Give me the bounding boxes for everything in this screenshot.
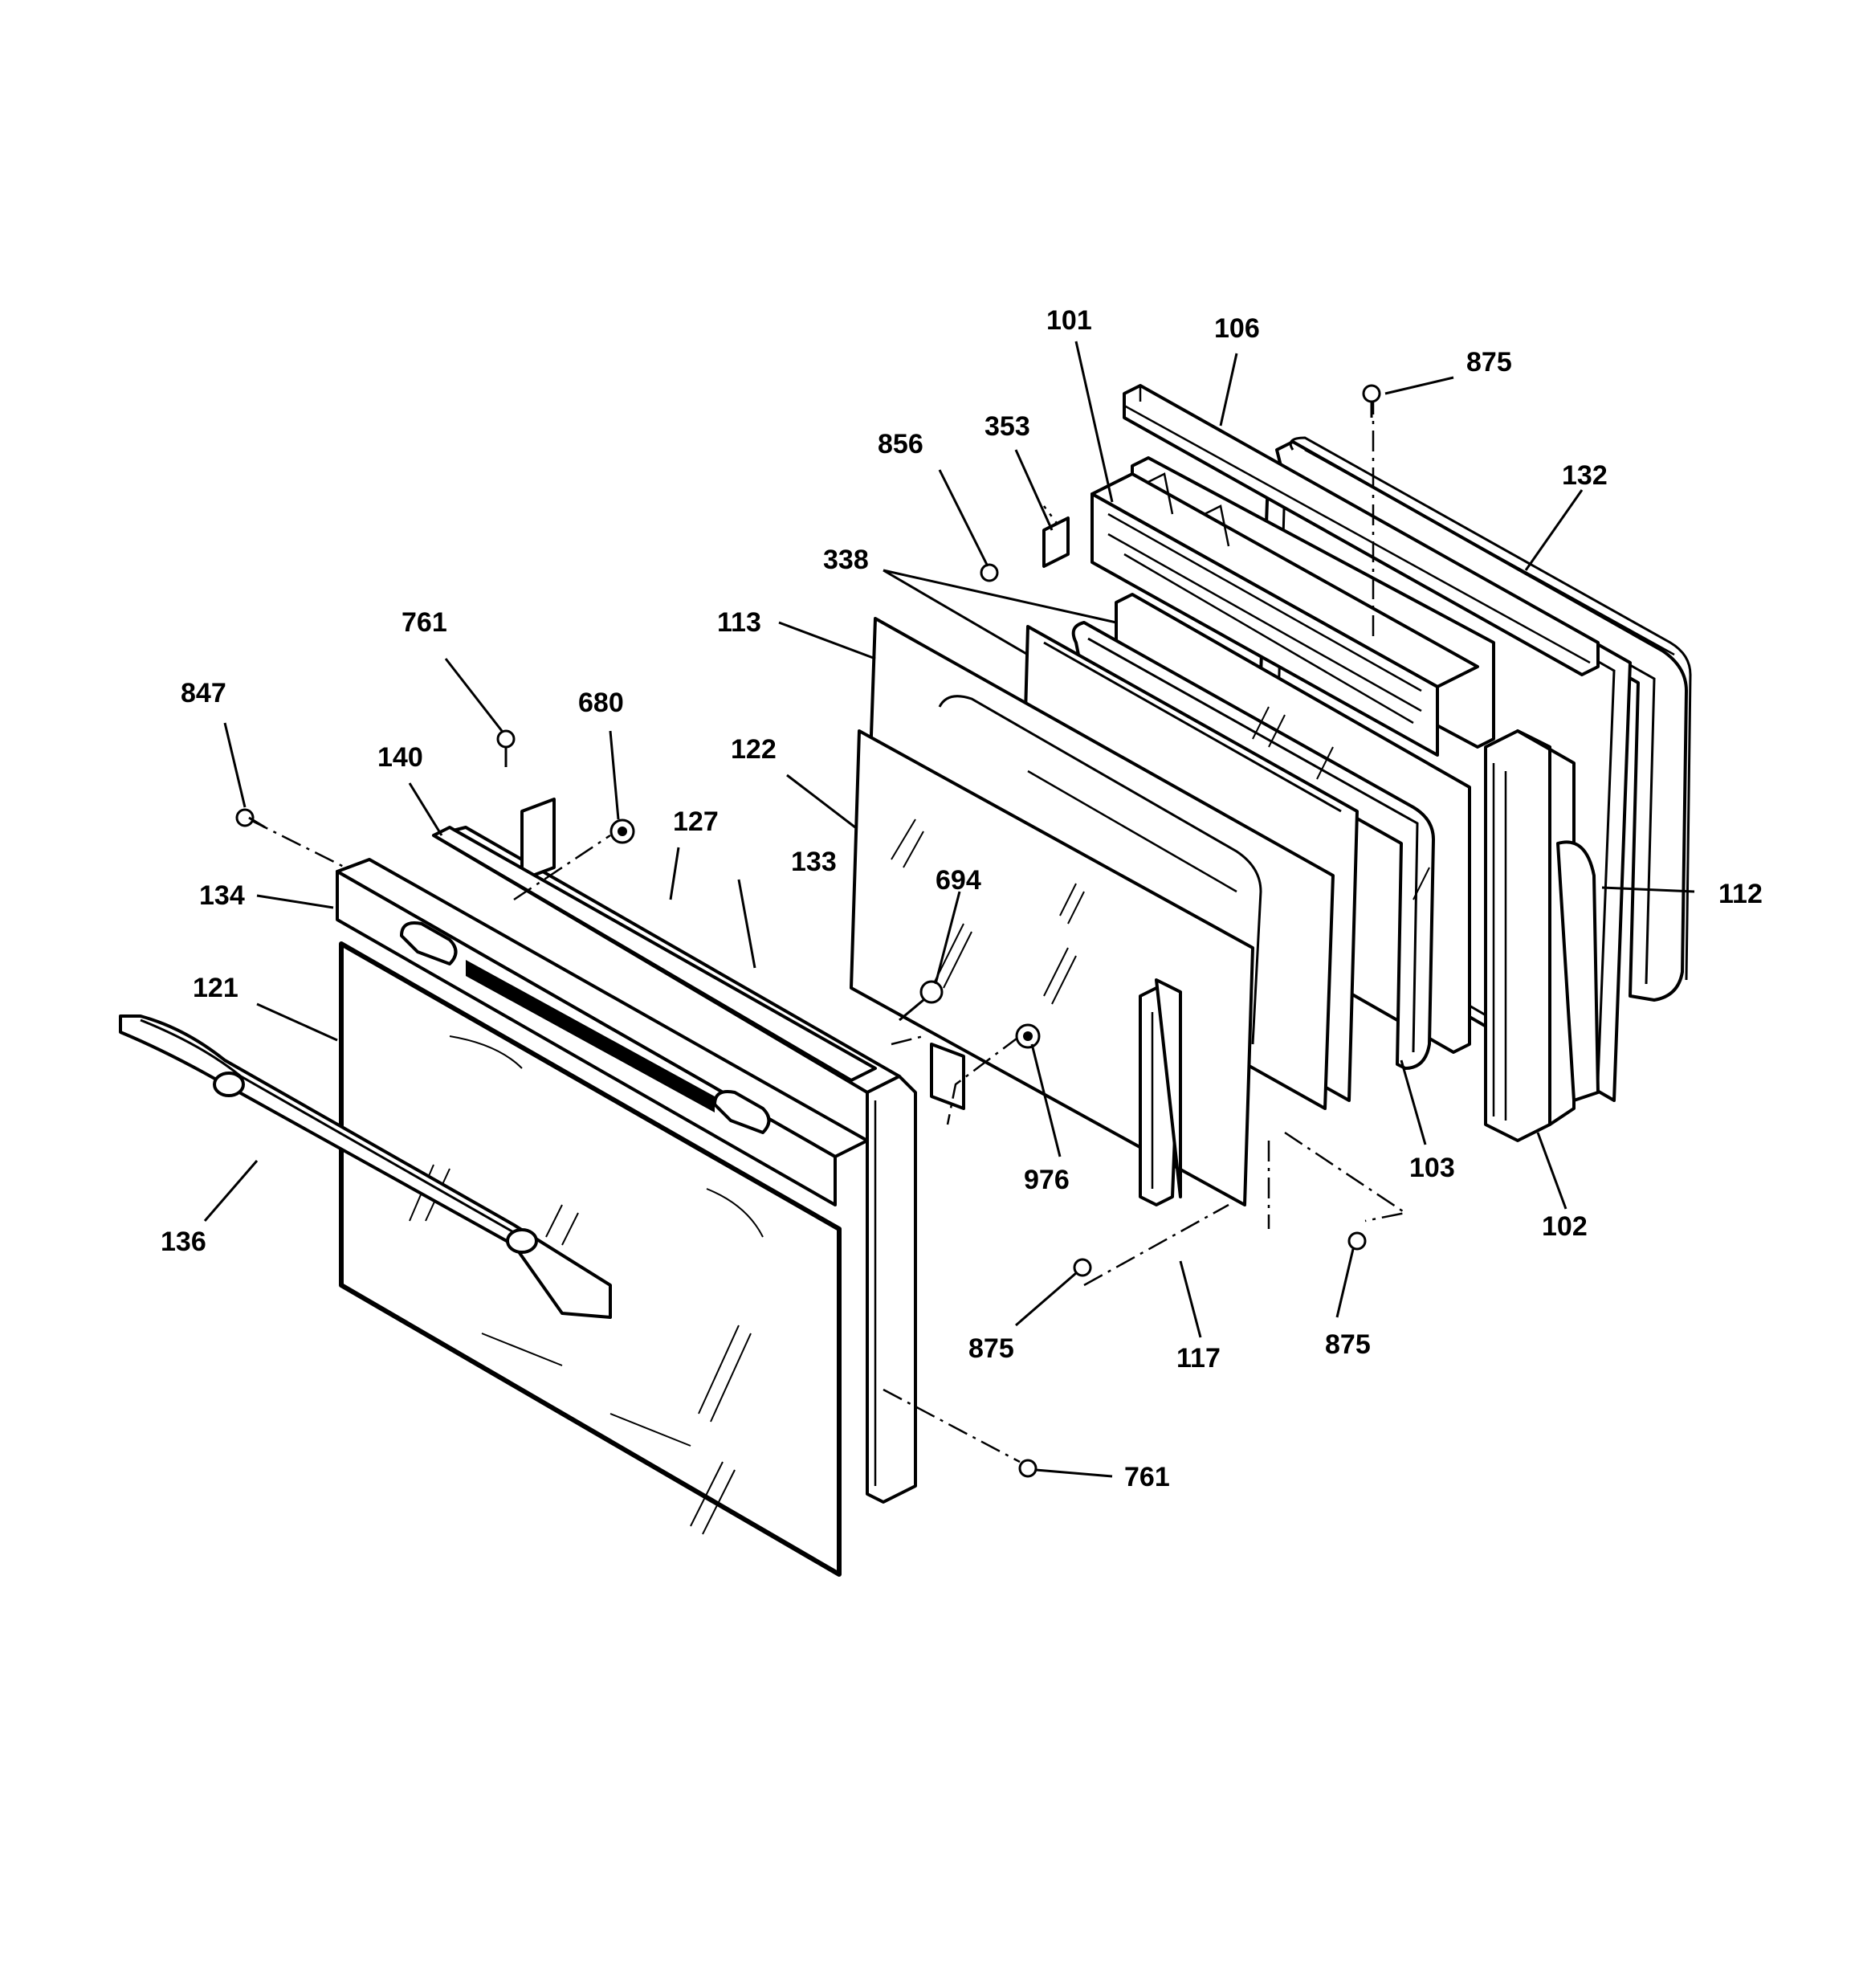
part-102-hinge-channel [1484,729,1600,1142]
callout-labels: 101 106 875 856 353 132 338 113 761 847 … [161,305,1763,1492]
callout-136: 136 [161,1227,206,1257]
callout-133: 133 [791,847,837,877]
part-101-vent-duct [1090,456,1495,757]
screw-680 [609,818,635,844]
callout-103: 103 [1409,1153,1455,1183]
screw-875-top [1362,384,1381,418]
callout-875-right: 875 [1325,1329,1371,1360]
callout-132: 132 [1562,460,1608,491]
callout-140: 140 [377,742,423,773]
part-122-front-glass [850,729,1254,1206]
callout-134: 134 [199,880,245,911]
screw-875-left [1073,1258,1092,1277]
callout-112: 112 [1718,879,1763,909]
callout-121: 121 [193,973,238,1003]
callout-113: 113 [717,607,761,638]
part-106-top-channel [1123,384,1600,676]
callout-leaders [203,341,1695,1478]
callout-875-top: 875 [1466,347,1512,378]
callout-338: 338 [823,545,869,575]
callout-117: 117 [1176,1343,1221,1374]
screw-761-top [496,729,516,767]
part-140-top-trim [432,826,877,1082]
part-136-door-handle [119,1014,612,1319]
callout-761-top: 761 [402,607,447,638]
callout-761-bottom: 761 [1124,1462,1170,1492]
callout-976: 976 [1024,1165,1070,1195]
callout-694: 694 [936,865,981,896]
screw-694 [899,980,944,1022]
callout-127: 127 [673,806,719,837]
callout-122: 122 [731,734,777,765]
callout-102: 102 [1542,1211,1588,1242]
callout-106: 106 [1214,313,1260,344]
screw-875-right [1347,1231,1367,1251]
callout-856: 856 [878,429,923,459]
nut-976 [1015,1023,1041,1049]
screw-856 [980,563,999,582]
callout-875-left: 875 [968,1333,1014,1364]
screw-761-bottom [1018,1459,1037,1478]
part-134-vent-trim [336,858,869,1206]
callout-680: 680 [578,688,624,718]
callout-847: 847 [181,678,226,708]
part-132-liner [1289,436,1692,981]
screw-847 [235,808,266,829]
callout-353: 353 [984,411,1030,442]
callout-101: 101 [1046,305,1092,336]
fasteners [235,384,1381,1478]
clip-353 [1042,516,1070,568]
